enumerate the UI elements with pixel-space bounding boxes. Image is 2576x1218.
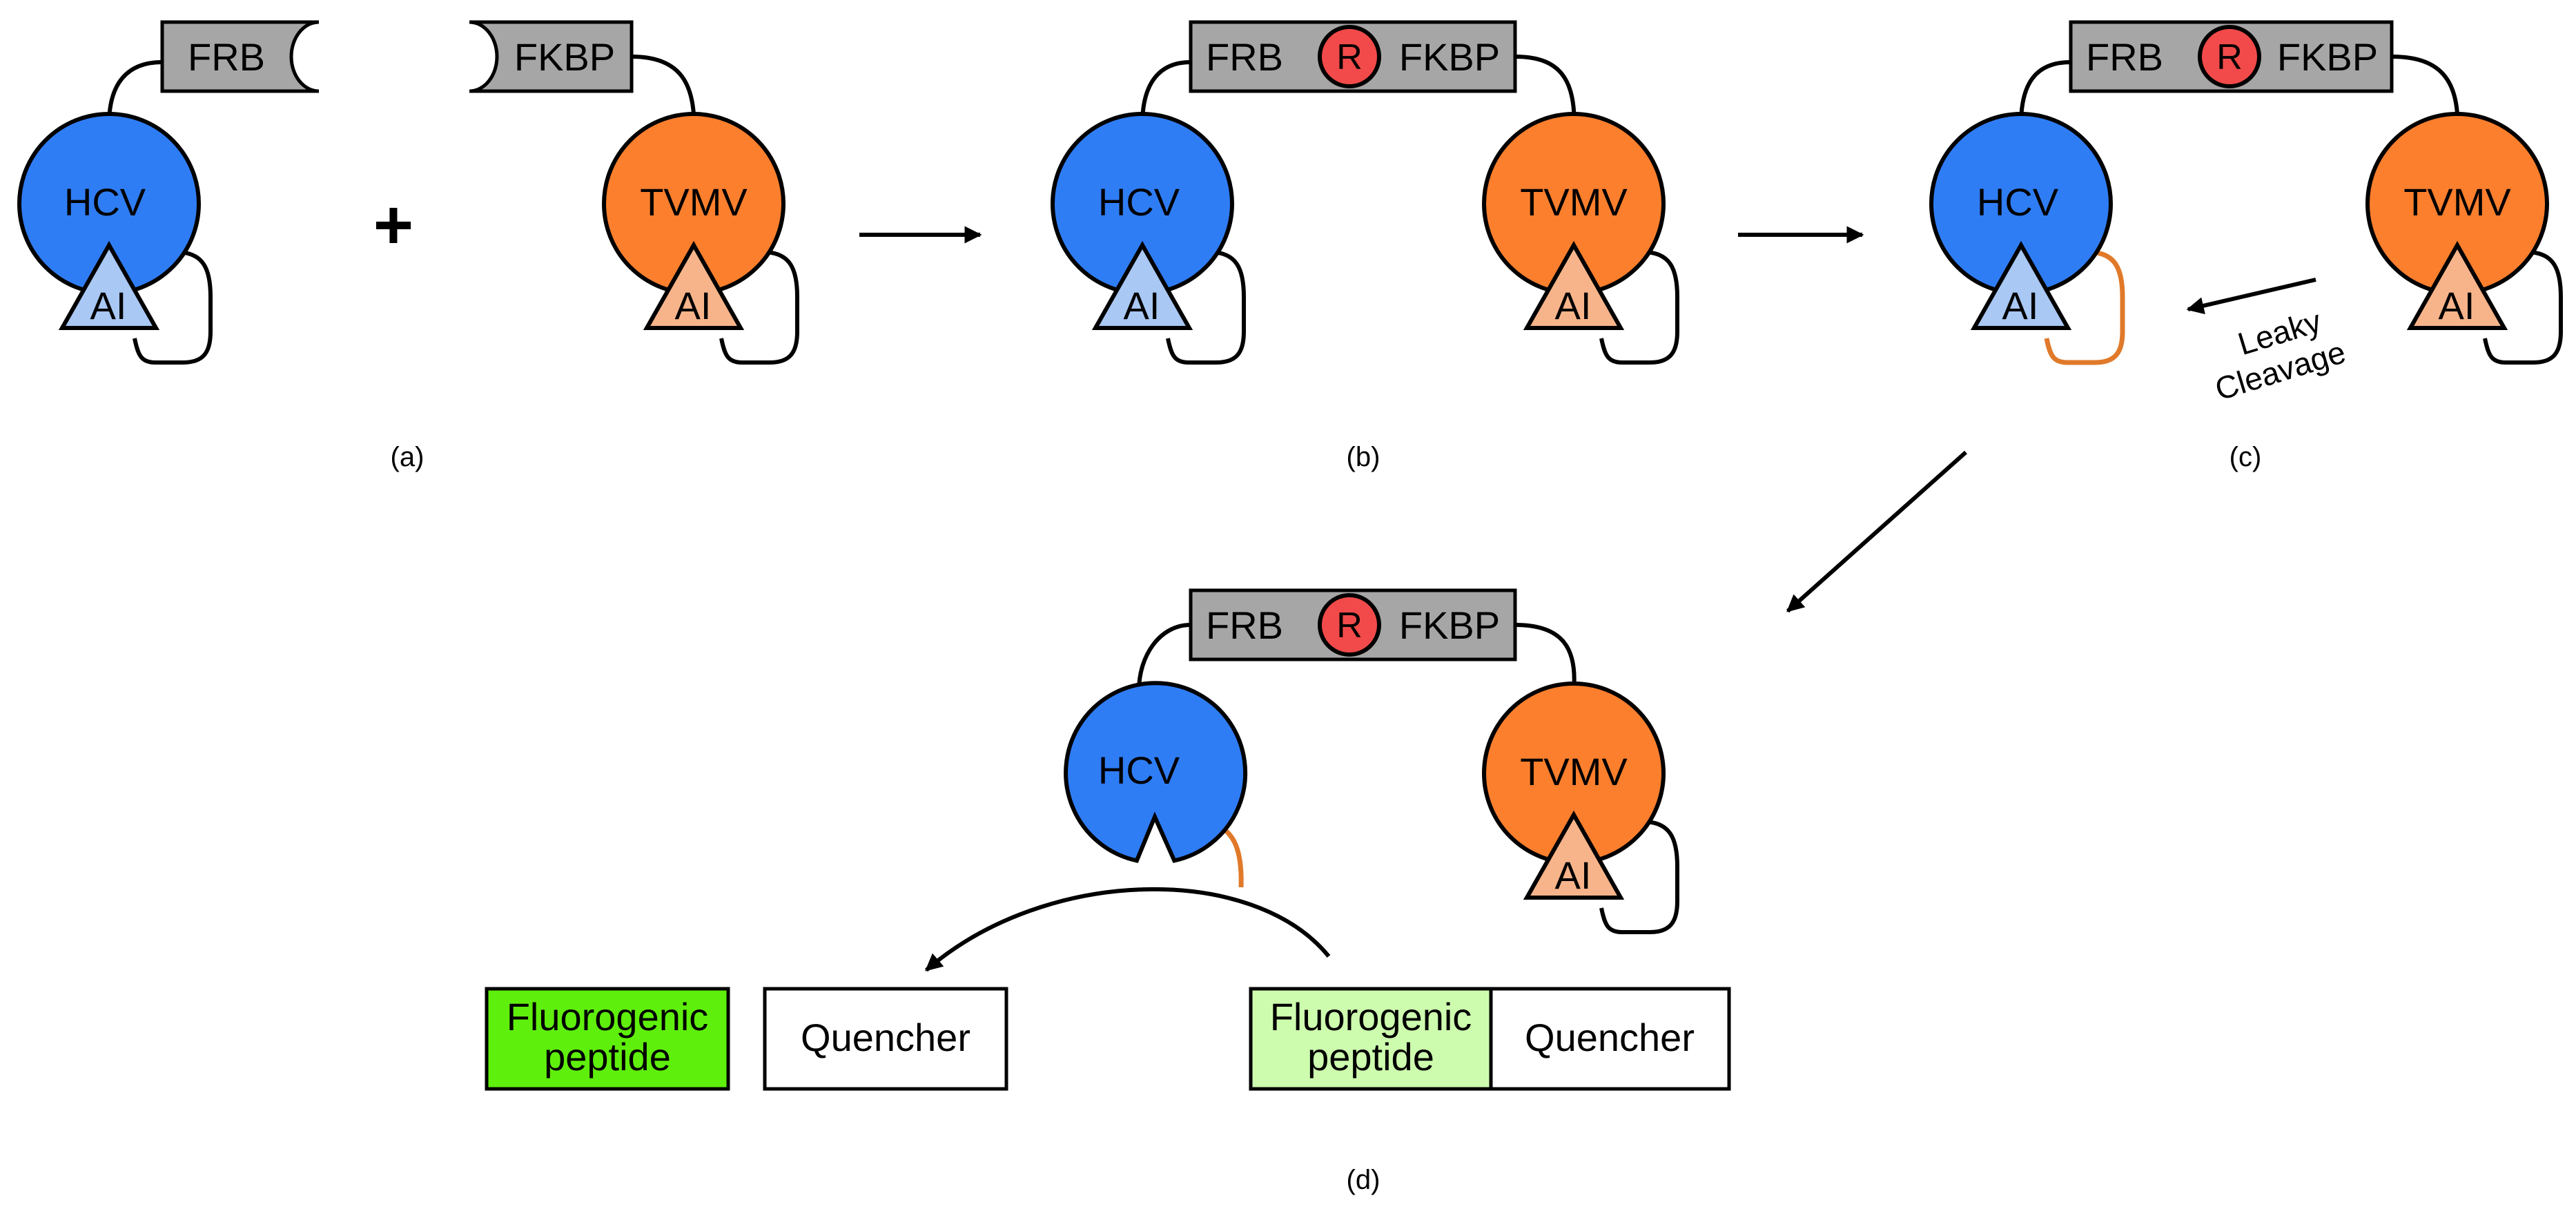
rapamycin [2198, 25, 2261, 88]
frb-label: FRB [188, 35, 265, 79]
hcv-label: HCV [1098, 180, 1180, 224]
panel-d: FRB R FKBP HCV TVMV AI Fluorogenic pepti… [485, 588, 1731, 1195]
quencher-attached [1489, 987, 1731, 1091]
fkbp-tag [469, 20, 634, 93]
tvmv-self-linker [719, 250, 799, 365]
fluorogenic-text: Fluorogenic [1270, 995, 1472, 1038]
fluorogenic-text: Fluorogenic [507, 995, 709, 1038]
fluorogenic-peptide-released [485, 987, 730, 1091]
frb-label: FRB [1206, 603, 1283, 647]
hcv-protease-active [1064, 681, 1248, 863]
leaky-cleavage-label: Leaky Cleavage [2211, 303, 2350, 407]
rapamycin-label: R [2216, 37, 2243, 77]
fkbp-label: FKBP [514, 35, 615, 79]
rapamycin [1318, 25, 1381, 88]
peptide-cleavage-arrow [925, 887, 1331, 972]
rapamycin [1318, 593, 1381, 657]
tvmv-self-linker [2483, 250, 2563, 365]
tvmv-label: TVMV [1520, 750, 1628, 793]
rapamycin-label: R [1336, 37, 1363, 77]
quencher-released [763, 987, 1008, 1091]
caption-c: (c) [2229, 442, 2262, 472]
peptide-text: peptide [544, 1035, 671, 1079]
ai-label: AI [1555, 853, 1592, 897]
ai-inhibitor-hcv [1970, 240, 2072, 330]
hcv-frb-linker [107, 60, 163, 125]
panel-c: FRB R FKBP HCV AI TVMV AI Leaky Cleavage… [1929, 20, 2563, 472]
fkbp-label: FKBP [2277, 35, 2378, 79]
caption-d: (d) [1347, 1165, 1380, 1195]
ai-label: AI [1555, 284, 1592, 327]
frb-label: FRB [1206, 35, 1283, 79]
hcv-frb-construct: FRB HCV AI [17, 20, 320, 365]
plus-sign: + [373, 186, 413, 264]
leaky-cleaved-linker [2044, 249, 2125, 365]
hcv-frb-linker [2019, 60, 2071, 125]
peptide-text: peptide [1307, 1035, 1434, 1079]
hcv-frb-linker [1137, 623, 1191, 691]
caption-b: (b) [1347, 442, 1380, 472]
fluorogenic-peptide-quenched [1249, 987, 1493, 1091]
ai-inhibitor-tvmv [1523, 240, 1625, 330]
ai-inhibitor-tvmv [1523, 810, 1625, 900]
ai-inhibitor-hcv [58, 240, 160, 330]
panel-a: FRB HCV AI + FKBP TVMV AI (a) [17, 20, 799, 472]
hcv-label: HCV [1977, 180, 2059, 224]
arrow-c-to-d [1786, 450, 1967, 613]
quencher-text: Quencher [1525, 1016, 1695, 1059]
fkbp-label: FKBP [1399, 603, 1500, 647]
ai-label: AI [1124, 284, 1160, 327]
hcv-frb-linker [1140, 60, 1191, 125]
ai-label: AI [90, 284, 127, 327]
hcv-label: HCV [64, 180, 146, 224]
ai-inhibitor-hcv [1091, 240, 1193, 330]
ai-label: AI [675, 284, 712, 327]
ai-label: AI [2002, 284, 2039, 327]
tvmv-self-linker [1599, 250, 1679, 365]
hcv-self-linker [133, 250, 213, 365]
tvmv-fkbp-linker [1514, 623, 1577, 691]
caption-a: (a) [391, 442, 425, 472]
tvmv-fkbp-construct: FKBP TVMV AI [469, 20, 799, 365]
hcv-label: HCV [1098, 748, 1180, 792]
frb-label: FRB [2086, 35, 2163, 79]
ai-inhibitor-tvmv [643, 240, 745, 330]
tvmv-label: TVMV [1520, 180, 1628, 224]
fkbp-label: FKBP [1399, 35, 1500, 79]
tvmv-label: TVMV [640, 180, 748, 224]
hcv-self-linker [1166, 250, 1246, 365]
leaky-cleavage-arrow [2186, 278, 2316, 315]
tvmv-label: TVMV [2403, 180, 2511, 224]
rapamycin-label: R [1336, 606, 1363, 646]
panel-b: FRB R FKBP HCV AI TVMV AI (b) [1051, 20, 1679, 472]
quencher-text: Quencher [801, 1016, 970, 1059]
frb-tag [160, 20, 320, 93]
tvmv-self-linker [1599, 820, 1679, 934]
ai-label: AI [2439, 284, 2475, 327]
ai-inhibitor-tvmv [2406, 240, 2508, 330]
